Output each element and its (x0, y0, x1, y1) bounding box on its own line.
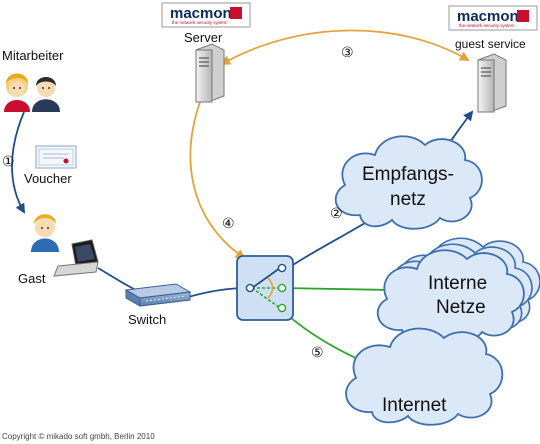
laptop-to-switch-link (97, 267, 141, 293)
interne-netze-label-line1: Interne (428, 273, 487, 294)
svg-text:the network security system: the network security system (172, 20, 228, 25)
macmon-logo-guest-service: macmon the network security system (448, 5, 538, 31)
internet-cloud (345, 327, 504, 426)
voucher-label: Voucher (24, 171, 72, 186)
server-label: Server (184, 30, 223, 45)
step-4-marker: ④ (222, 216, 235, 232)
server-to-gateway-arrow (189, 101, 246, 260)
switch-label: Switch (128, 312, 166, 327)
svg-text:the network security system: the network security system (459, 23, 515, 28)
empfangsnetz-label-line1: Empfangs- (362, 164, 454, 185)
svg-text:macmon: macmon (170, 5, 232, 22)
interne-netze-label-line2: Netze (436, 297, 486, 318)
macmon-gateway-box (236, 255, 294, 321)
guest-service-server-icon (477, 53, 507, 113)
step-3-marker: ③ (341, 45, 354, 61)
step-1-marker: ① (2, 154, 15, 170)
voucher-icon (35, 145, 77, 169)
mitarbeiter-label: Mitarbeiter (2, 48, 64, 63)
gast-label: Gast (18, 271, 46, 286)
step-5-marker: ⑤ (311, 345, 324, 361)
laptop-icon (53, 239, 99, 277)
empfangsnetz-cloud (334, 135, 483, 230)
macmon-logo-server: macmon the network security system (161, 2, 251, 28)
guest-service-label: guest service (455, 37, 526, 51)
gateway-to-internal-arrow (281, 284, 394, 295)
male-employee-icon (32, 77, 60, 112)
step-2-marker: ② (330, 206, 343, 222)
female-employee-icon (4, 73, 30, 112)
guest-person-icon (31, 214, 59, 252)
internet-label: Internet (382, 395, 447, 416)
switch-icon (124, 283, 192, 307)
employee-to-guest-arrow (11, 111, 26, 214)
server-icon (195, 43, 225, 103)
server-guestservice-sync-arrow (220, 29, 470, 65)
interne-netze-cloud (376, 237, 540, 344)
svg-text:macmon: macmon (457, 8, 519, 25)
empfangsnetz-label-line2: netz (390, 189, 426, 210)
copyright-text: Copyright © mikado soft gmbh, Berlin 201… (2, 432, 155, 441)
